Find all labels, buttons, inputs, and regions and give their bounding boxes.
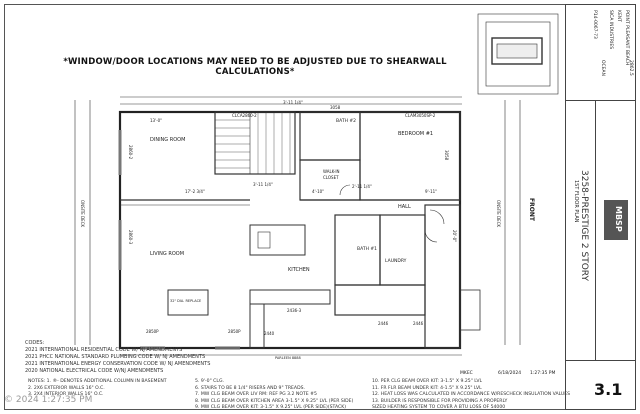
tb-company: SICA INDUSTRIES — [608, 10, 613, 50]
notes-col-1: NOTES: 1. ®- DENOTES ADDITIONAL COLUMN I… — [28, 379, 167, 399]
tb-sheet-number: 3.1 — [594, 380, 623, 399]
note-line: SIZED HEATING SYSTEM TO COVER A BTU LOSS… — [372, 405, 506, 411]
front-label: FRONT — [528, 198, 535, 221]
dim-2: 17'-2 3/4" — [185, 189, 205, 194]
code-line: 2021 INTERNATIONAL RESIDENTIAL CODE W/ N… — [25, 347, 183, 353]
note-line: 6. STAIRS TO BE 8 1/4" RISERS AND 9" TRE… — [195, 385, 305, 391]
note-line: 12. HEAT LOSS WAS CALCULATED IN ACCORDAN… — [372, 392, 571, 398]
dim-16: 3058 — [444, 150, 449, 161]
closet-label: CLOSET — [323, 175, 339, 180]
hall-label: HALL — [398, 204, 411, 210]
dim-4: 4'-10" — [312, 189, 325, 194]
tb-town: POINT PLEASANT BEACH — [624, 10, 629, 66]
tb-date: 6/18/2024 — [498, 371, 522, 376]
onsite-deck-left: ONSITE DECK — [80, 200, 85, 228]
tb-logo — [604, 200, 628, 240]
clca-label: CLCA2860-2 — [232, 113, 257, 118]
dim-15: 2860-3 — [128, 230, 133, 245]
fireplace-label: 32" DIA. REPLACE — [170, 299, 202, 303]
code-line: 2021 INTERNATIONAL ENERGY CONSERVATION C… — [25, 361, 211, 367]
onsite-deck-right: ONSITE DECK — [496, 200, 501, 228]
note-line: 13. BUILDER IS RESPONSIBLE FOR PROVIDING… — [372, 398, 508, 404]
bath1-label: BATH #1 — [357, 247, 378, 252]
title-block — [565, 4, 636, 410]
dining-room-label: DINING ROOM — [150, 137, 186, 143]
dim-17: 2440 — [264, 331, 275, 336]
dim-18: 20'-0" — [452, 230, 457, 243]
dim-5: 2'-11 1/4" — [352, 184, 372, 189]
dim-6: 13'-0" — [150, 118, 163, 123]
dim-12: 2850P — [228, 329, 241, 334]
tb-divider — [595, 100, 596, 360]
code-line: 2020 NATIONAL ELECTRICAL CODE W/NJ AMEND… — [25, 368, 164, 374]
laundry-label: LAUNDRY — [385, 259, 407, 264]
dim-9: 2446 — [378, 321, 389, 326]
clam-label: CLAM3050SP-2 — [405, 113, 436, 118]
tb-sheet-title: 1ST FLOOR PLAN — [573, 180, 579, 223]
note-line: NOTES: 1. ®- DENOTES ADDITIONAL COLUMN I… — [28, 379, 167, 384]
note-line: 8. MW CLG BEAM OVER KITCHEN AREA 3-1.5" … — [195, 398, 354, 404]
tb-county: OCEAN — [600, 60, 605, 76]
walkin-label: WALK-IN — [323, 169, 340, 174]
tb-logo-text: MBSP — [614, 206, 623, 232]
dim-7: 9'-11" — [425, 189, 438, 194]
tb-project: 3258-PRESTIGE 2 STORY — [579, 170, 589, 281]
bedroom-label: BEDROOM #1 — [398, 131, 434, 137]
notes-col-2: 5. 9'-0" CLG. 6. STAIRS TO BE 8 1/4" RIS… — [195, 379, 353, 412]
tb-divider — [565, 360, 636, 361]
note-line: 5. 9'-0" CLG. — [195, 379, 224, 384]
dim-11: 2850P — [146, 329, 159, 334]
dim-13: 3058 — [330, 105, 341, 110]
dim-10: 2446 — [413, 321, 424, 326]
codes-block: CODES: 2021 INTERNATIONAL RESIDENTIAL CO… — [25, 340, 210, 375]
tb-rev: 2862.5 — [628, 60, 633, 76]
dim-3: 3'-11 1/4" — [253, 182, 273, 187]
dim-1: 3'-11 1/4" — [283, 100, 303, 105]
note-line: 2. 2X6 EXTERIOR WALLS 16" O.C. — [28, 385, 105, 391]
tb-time: 1:27:35 PM — [530, 371, 556, 376]
note-line: 11. FR FLR BEAM UNDER KIT: 4-1.5" X 9.25… — [372, 385, 482, 391]
note-line: 10. PER CLG BEAM OVER KIT: 3-1.5" X 9.25… — [372, 379, 483, 384]
tb-drawn: MKEC — [460, 371, 473, 376]
note-line: 9. MW CLG BEAM OVER KIT: 3-1.5" X 9.25" … — [195, 405, 347, 411]
note-line: 3. 2X4 INTERIOR WALLS 16" O.C. — [28, 392, 104, 398]
living-room-label: LIVING ROOM — [150, 251, 185, 257]
code-line: 2021 PHCC NATIONAL STANDARD PLUMBING COD… — [25, 354, 206, 360]
note-line: 7. MW CLG BEAM OVER LIV RM: REF PG 3.2 N… — [195, 392, 317, 398]
dim-8: 2436-3 — [287, 308, 302, 313]
tb-divider — [565, 100, 636, 101]
kitchen-label: KITCHEN — [288, 267, 310, 273]
bath2-label: BATH #2 — [336, 119, 357, 124]
tb-client: KENT — [616, 10, 621, 22]
notes-col-3: 10. PER CLG BEAM OVER KIT: 3-1.5" X 9.25… — [372, 379, 570, 412]
code-line: CODES: — [25, 340, 45, 346]
dim-14: 2860-2 — [128, 145, 133, 160]
tb-job: P14-0067-73 — [592, 10, 597, 39]
shearwall-notice: *WINDOW/DOOR LOCATIONS MAY NEED TO BE AD… — [63, 57, 447, 77]
parking-label: PARLEEN 8888 — [275, 356, 301, 360]
watermark: © 2024 1:27:35 PM — [4, 395, 93, 405]
